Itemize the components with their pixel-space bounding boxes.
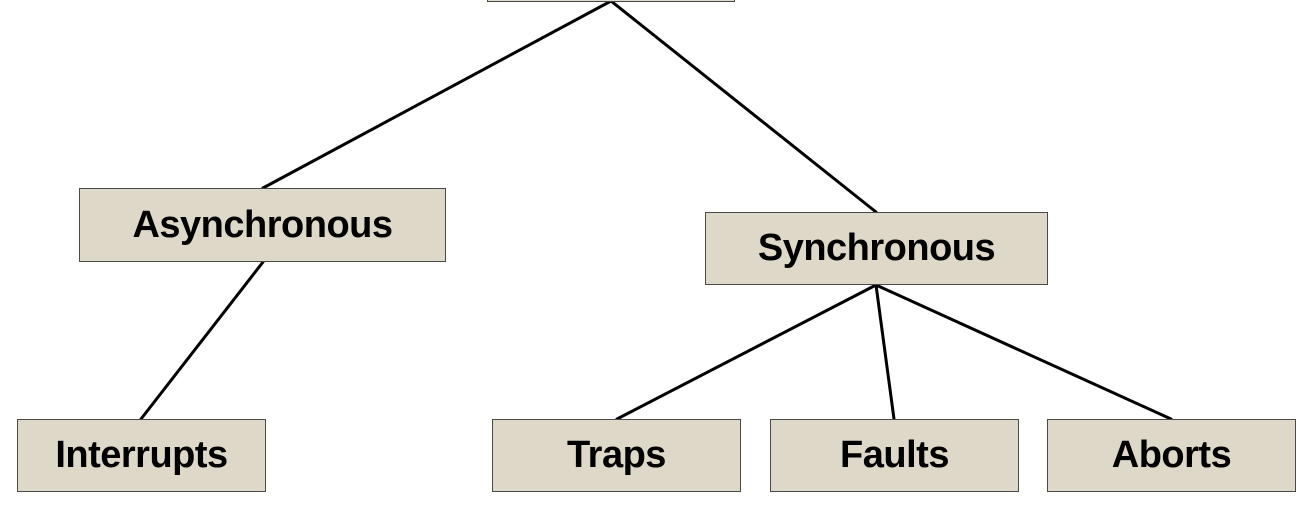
interrupts-node: Interrupts bbox=[17, 419, 266, 492]
edge-async-interrupts bbox=[139, 260, 265, 421]
edge-sync-traps bbox=[615, 283, 878, 421]
traps-node-label: Traps bbox=[567, 434, 666, 476]
edge-sync-faults bbox=[874, 283, 896, 421]
asynchronous-node-label: Asynchronous bbox=[132, 203, 393, 246]
edge-root-sync bbox=[609, 0, 878, 214]
asynchronous-node: Asynchronous bbox=[79, 188, 446, 262]
synchronous-node: Synchronous bbox=[705, 212, 1048, 285]
interrupts-node-label: Interrupts bbox=[55, 434, 228, 476]
aborts-node: Aborts bbox=[1047, 419, 1296, 492]
edge-sync-aborts bbox=[874, 283, 1173, 421]
aborts-node-label: Aborts bbox=[1111, 434, 1232, 476]
faults-node: Faults bbox=[770, 419, 1019, 492]
edge-root-async bbox=[261, 0, 613, 190]
root-node bbox=[487, 0, 735, 2]
traps-node: Traps bbox=[492, 419, 741, 492]
synchronous-node-label: Synchronous bbox=[757, 227, 996, 269]
faults-node-label: Faults bbox=[840, 434, 949, 476]
